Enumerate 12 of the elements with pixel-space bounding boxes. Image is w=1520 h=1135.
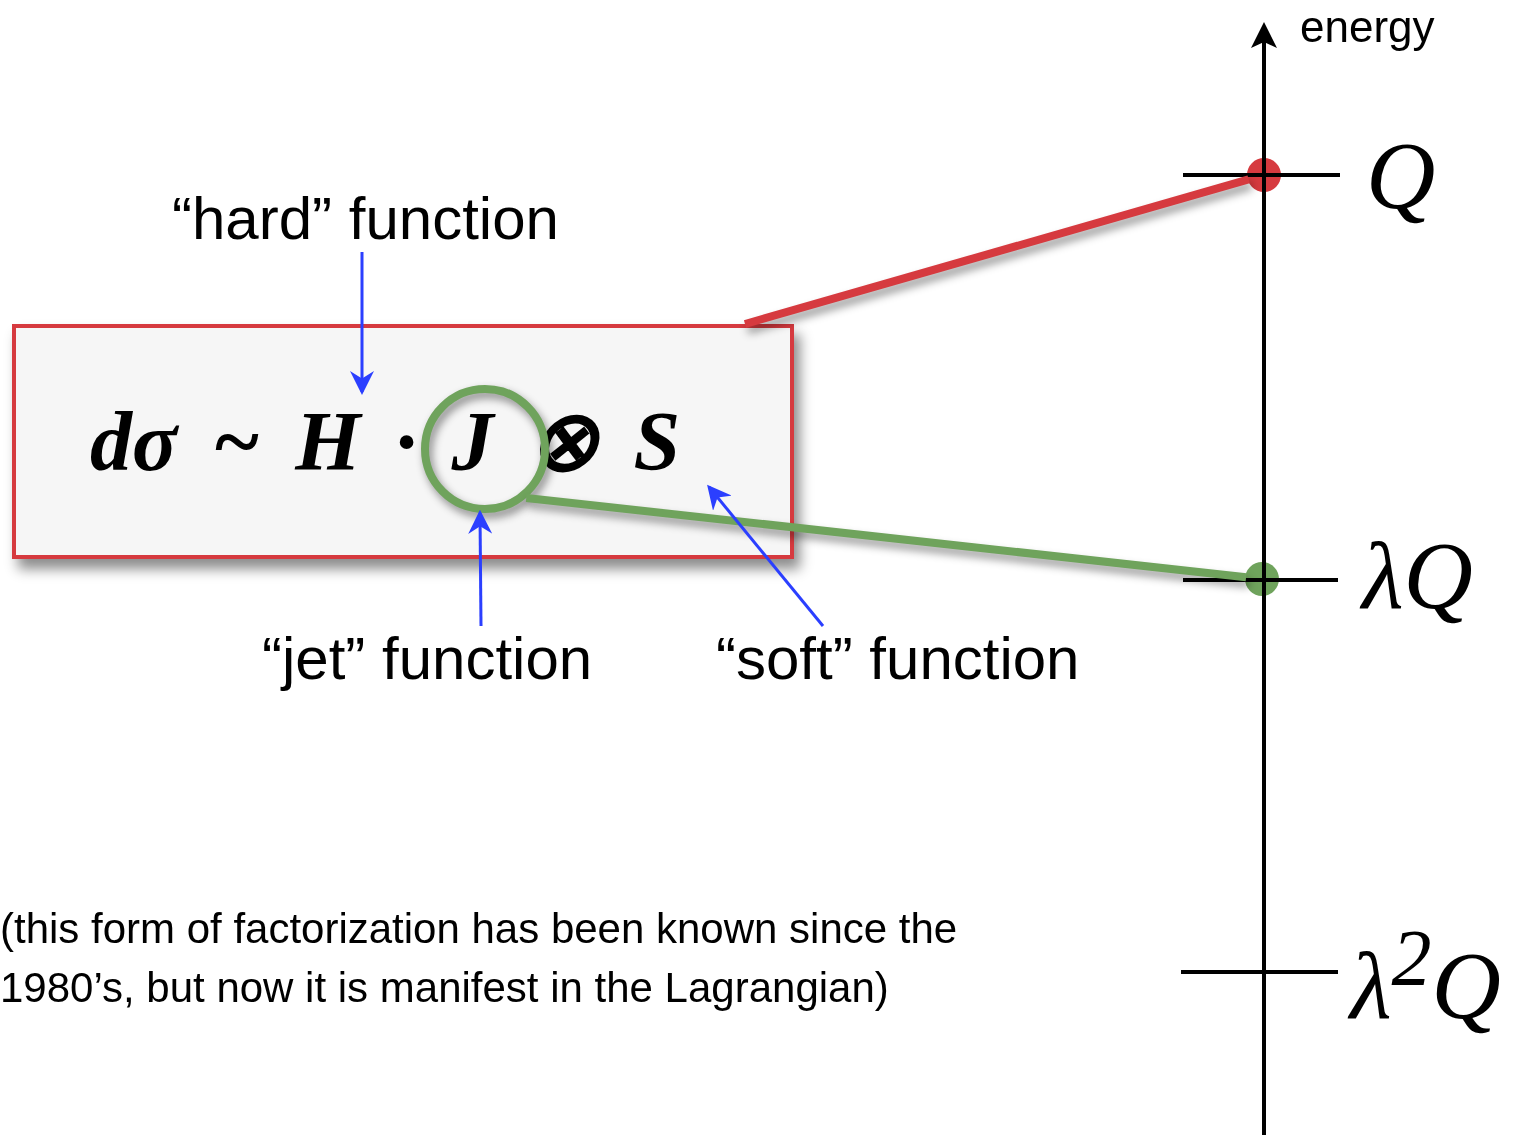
leader-arrow <box>350 252 374 395</box>
formula-box <box>12 324 794 559</box>
leader-arrow <box>707 484 825 627</box>
function-label: “soft” function <box>716 626 1080 692</box>
scale-marker-dot <box>1247 158 1281 192</box>
scale-marker-dot <box>1245 562 1279 596</box>
axis-label: energy <box>1300 2 1435 52</box>
leader-arrow <box>468 509 493 626</box>
function-label: “jet” function <box>262 626 593 692</box>
function-label: “hard” function <box>172 186 559 252</box>
note-text: (this form of factorization has been known since the 1980’s, but now it is manifest in the Lagrangian) <box>0 904 959 1013</box>
scale-label: Q <box>1366 128 1436 224</box>
